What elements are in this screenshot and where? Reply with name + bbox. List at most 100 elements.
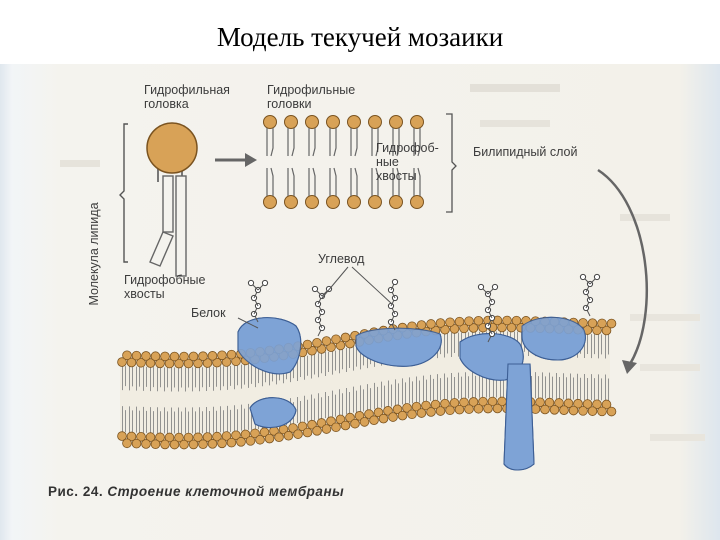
lipid-tail — [164, 407, 168, 434]
lipid-head — [326, 115, 340, 129]
lipid-tail — [472, 371, 476, 398]
lipid-head — [340, 420, 351, 431]
lipid-tail — [220, 406, 224, 433]
lipid-tail — [136, 366, 140, 391]
lipid-tail — [392, 167, 400, 196]
lipid-head — [497, 322, 507, 333]
lipid-head — [502, 315, 512, 326]
lipid-tail — [178, 367, 182, 392]
lipid-head — [126, 431, 137, 442]
lipid-head — [297, 421, 308, 432]
lipid-head — [487, 396, 498, 407]
lipid-tail — [605, 374, 609, 401]
lipid-head — [193, 358, 203, 369]
lipid-tail — [220, 366, 224, 391]
lipid-head — [160, 439, 170, 450]
lipid-head — [468, 323, 479, 333]
lipid-tail — [213, 366, 217, 391]
lipid-head — [587, 318, 598, 328]
lipid-head — [440, 398, 450, 409]
carbohydrate-unit — [247, 279, 255, 287]
lipid-tail — [192, 367, 196, 392]
lipid-tail — [353, 386, 357, 413]
lipid-tail — [353, 346, 357, 371]
lipid-tail — [178, 407, 182, 434]
lipid-tail — [360, 385, 364, 412]
lipid-head — [221, 431, 232, 441]
lipid-head — [122, 438, 132, 449]
lipid-head — [226, 437, 237, 448]
lipid-tail — [371, 167, 379, 196]
lipid-head — [183, 432, 194, 443]
lipid-tail — [329, 167, 337, 196]
lipid-head — [122, 350, 132, 361]
lipid-tail — [325, 391, 329, 418]
lipid-tail — [241, 404, 245, 431]
lipid-head — [597, 318, 607, 329]
lipid-tail — [157, 407, 161, 434]
label-carbohydrate: Углевод — [318, 252, 365, 266]
lipid-head — [454, 316, 465, 327]
lipid-head — [160, 351, 170, 362]
lipid-head — [592, 325, 602, 336]
lipid-head — [217, 438, 227, 449]
lipid-head — [587, 406, 598, 416]
label-protein: Белок — [191, 306, 226, 320]
lipid-head — [449, 398, 460, 408]
lipid-head — [117, 357, 127, 367]
lipid-head — [305, 195, 319, 209]
lipid-head — [150, 351, 161, 362]
lipid-head — [454, 404, 465, 415]
lipid-head — [283, 430, 294, 441]
lipid-tail — [304, 395, 308, 422]
lipid-head — [217, 350, 227, 361]
lipid-tail — [308, 128, 316, 157]
lipid-head — [601, 399, 612, 410]
lipid-tail — [308, 167, 316, 196]
lipid-head-circle — [146, 122, 198, 174]
lipid-head — [368, 195, 382, 209]
tails-bracket — [446, 113, 457, 213]
lipid-tail — [416, 376, 420, 403]
lipid-tail — [413, 167, 421, 196]
carbohydrate-unit — [579, 273, 587, 281]
lipid-tail — [129, 406, 133, 433]
lipid-head — [231, 430, 241, 441]
lipid-tail — [304, 355, 308, 380]
lipid-tail — [266, 167, 274, 196]
lipid-tail — [542, 372, 546, 399]
lipid-head — [435, 318, 446, 328]
lipid-head — [554, 398, 564, 408]
membrane-protein — [237, 317, 302, 375]
lipid-tail — [563, 373, 567, 400]
lipid-tail — [381, 381, 385, 408]
lipid-head — [131, 438, 142, 449]
lipid-head — [312, 337, 322, 348]
lipid-head — [305, 115, 319, 129]
caption-text: Строение клеточной мембраны — [107, 484, 345, 499]
lipid-tail — [150, 367, 154, 392]
lipid-tail — [199, 367, 203, 392]
lipid-tail — [374, 382, 378, 409]
label-hydrophobic-tails-left: Гидрофобные хвосты — [124, 273, 206, 301]
lipid-head — [221, 357, 232, 367]
lipid-head — [368, 115, 382, 129]
lipid-tail — [346, 387, 350, 414]
lipid-head — [389, 115, 403, 129]
lipid-head — [402, 403, 412, 413]
lipid-head — [117, 431, 127, 441]
lipid-tail — [227, 365, 231, 390]
lipid-head — [145, 358, 156, 368]
lipid-head — [263, 115, 277, 129]
lipid-tail — [413, 128, 421, 157]
lipid-head — [397, 410, 408, 421]
lipid-head — [416, 408, 427, 418]
label-hydrophobic-tails-right: Гидрофоб- ные хвосты — [376, 141, 439, 183]
lipid-head — [540, 404, 550, 415]
lipid-tail — [465, 372, 469, 399]
lipid-head — [411, 401, 422, 412]
lipid-head — [410, 115, 424, 129]
lipid-head — [164, 432, 175, 443]
lipid-head — [155, 432, 165, 443]
membrane-diagram — [60, 84, 705, 471]
